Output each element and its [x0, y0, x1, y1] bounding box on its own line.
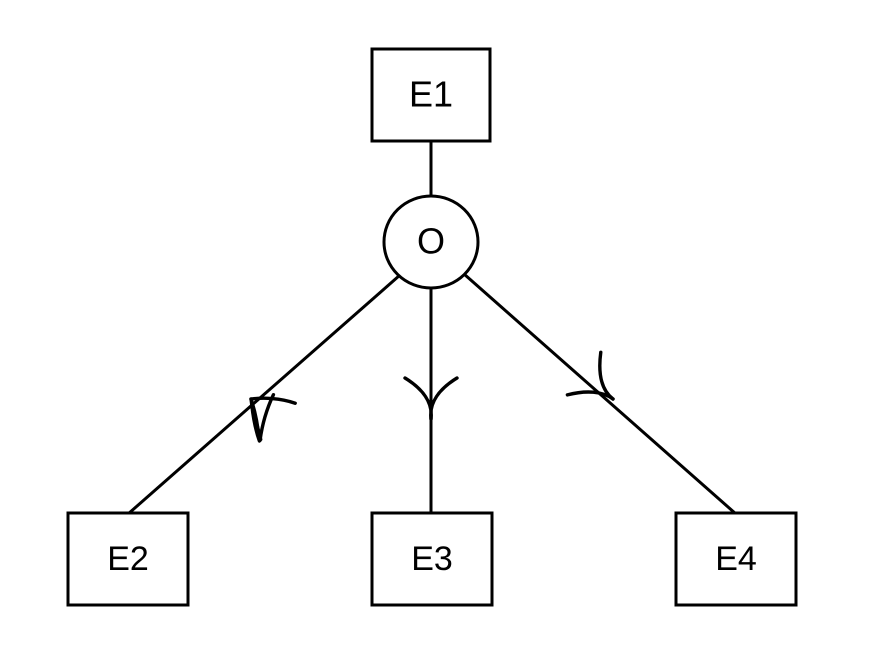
node-e4-label: E4: [715, 540, 757, 578]
node-e3[interactable]: E3: [370, 511, 494, 607]
node-e3-label: E3: [411, 540, 453, 578]
node-e4-box[interactable]: [674, 511, 798, 607]
node-e2-box[interactable]: [66, 511, 190, 607]
node-e4[interactable]: E4: [674, 511, 798, 607]
node-o-circle[interactable]: [382, 194, 480, 290]
node-e2[interactable]: E2: [66, 511, 190, 607]
edge-o-to-e2: [127, 273, 401, 516]
arrowhead-o-to-e4: [565, 350, 615, 401]
node-o-label: O: [417, 221, 445, 262]
arrowhead-o-to-e2: [249, 393, 297, 443]
node-e2-label: E2: [107, 540, 149, 578]
node-e3-box[interactable]: [370, 511, 494, 607]
node-e1-label: E1: [409, 74, 453, 115]
node-o[interactable]: O: [382, 194, 480, 290]
node-e1-box[interactable]: [370, 47, 492, 143]
node-e1[interactable]: E1: [370, 47, 492, 143]
arrowhead-o-to-e3: [403, 376, 459, 421]
